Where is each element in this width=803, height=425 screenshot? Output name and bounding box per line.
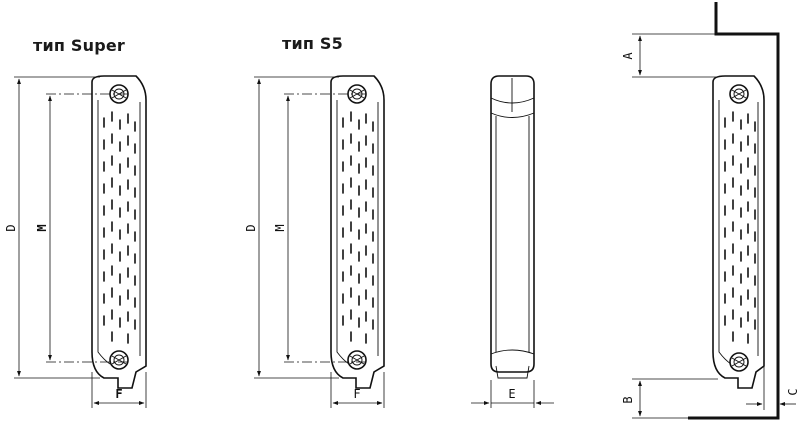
- dim-c-label: C: [786, 388, 800, 395]
- radiator-s5: D M F: [244, 75, 385, 408]
- dim-d-s5-label: D: [244, 224, 258, 231]
- dim-a-label: A: [621, 52, 635, 60]
- radiator-install-body: [712, 75, 765, 389]
- radiator-super-body: [91, 75, 147, 389]
- wall-outline: [688, 2, 780, 420]
- radiator-install-fins: [724, 111, 756, 344]
- radiator-install-top-hub: [729, 84, 749, 104]
- dim-f-super-label: F: [115, 387, 122, 401]
- radiator-super: D M F: [4, 75, 147, 408]
- dim-e-label: E: [508, 387, 515, 401]
- radiator-installation: A B C: [621, 2, 800, 420]
- radiator-side-view: E: [471, 75, 554, 408]
- title-type-s5: тип S5: [282, 34, 343, 53]
- radiator-super-bottom-hub: [109, 350, 129, 370]
- title-type-super: тип Super: [33, 36, 126, 55]
- dim-f-s5-label: F: [353, 387, 360, 401]
- dim-d-super-label: D: [4, 224, 18, 231]
- radiator-super-fins: [103, 111, 136, 344]
- radiator-install-bottom-hub: [729, 352, 749, 372]
- dim-b-label: B: [621, 396, 635, 403]
- dim-m-super-label: M: [35, 224, 49, 231]
- radiator-s5-fins: [342, 111, 374, 344]
- radiator-side-body: [490, 75, 535, 373]
- dim-m-s5-label: M: [273, 224, 287, 231]
- radiator-s5-body: [330, 75, 385, 389]
- radiator-s5-bottom-hub: [347, 350, 367, 370]
